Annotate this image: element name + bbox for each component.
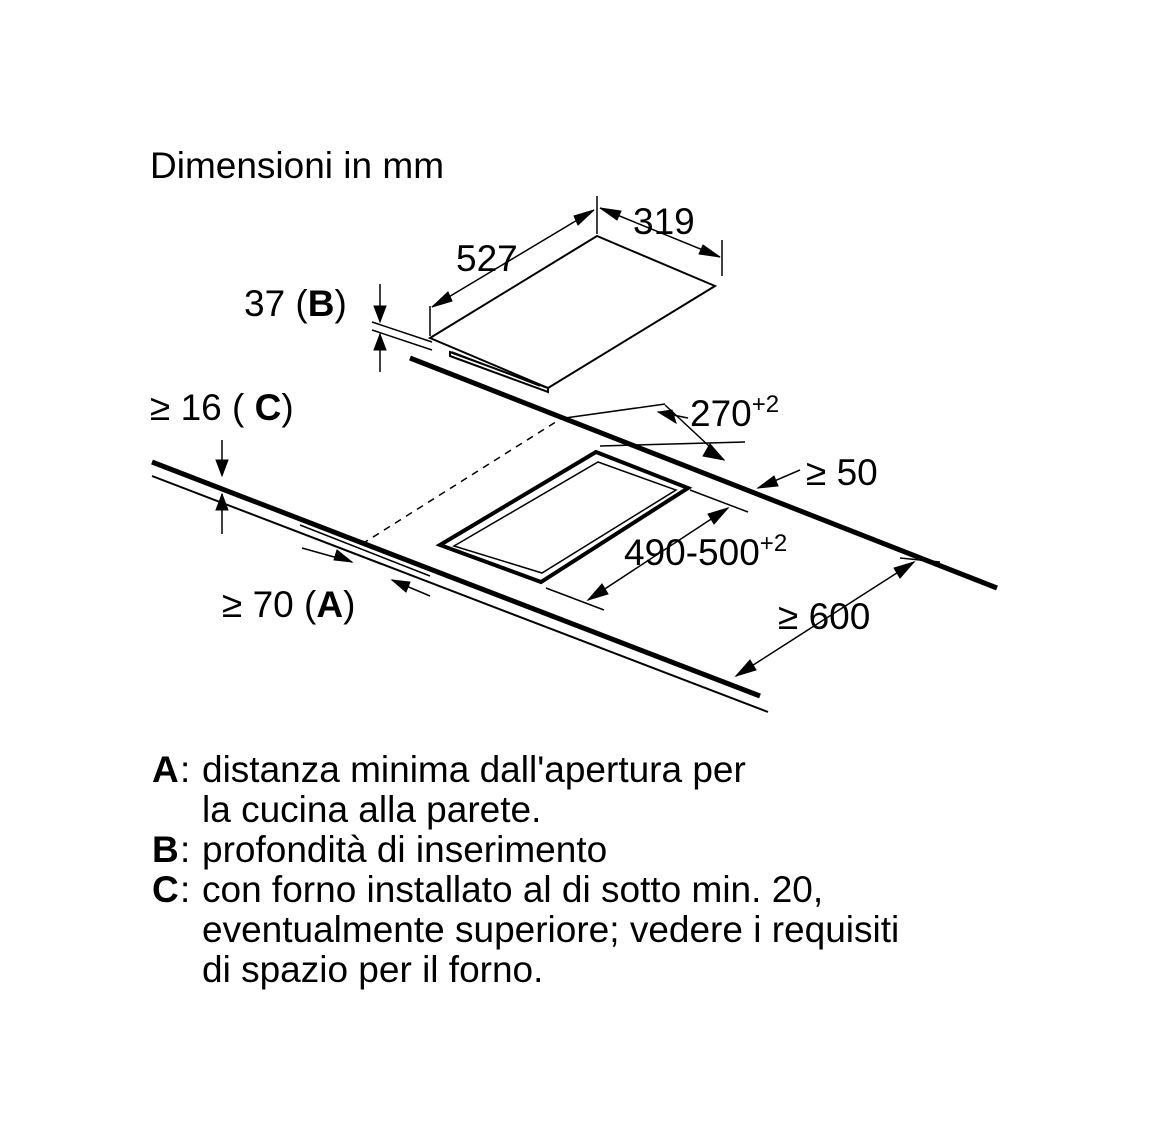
insert-depth-value: 37 bbox=[244, 283, 285, 324]
gap-below-label: ≥ 16 ( C) bbox=[150, 387, 294, 428]
gap-below-value: ≥ 16 bbox=[150, 387, 222, 428]
legend-item-c: C: con forno installato al di sotto min.… bbox=[152, 869, 900, 990]
worktop-front-edge-top bbox=[151, 459, 761, 699]
legend: A: distanza minima dall'apertura per la … bbox=[152, 750, 899, 990]
hob-top-surface bbox=[427, 234, 718, 390]
legend-item-a: A: distanza minima dall'apertura per la … bbox=[152, 749, 746, 830]
dimension-50 bbox=[756, 469, 801, 489]
dimension-490-500 bbox=[545, 489, 749, 611]
legend-text: con forno installato al di sotto min. 20… bbox=[202, 869, 900, 990]
dimension-70-a bbox=[301, 547, 431, 597]
worktop bbox=[151, 355, 998, 713]
dimension-319 bbox=[599, 207, 723, 276]
worktop-back-edge bbox=[409, 355, 998, 591]
cutout-width-tolerance: +2 bbox=[760, 530, 787, 557]
legend-item-b: B: profondità di inserimento bbox=[152, 829, 608, 870]
cutout-width-label: 490-500+2 bbox=[624, 530, 787, 573]
legend-key: C bbox=[152, 869, 179, 910]
front-distance-label: ≥ 50 bbox=[806, 452, 878, 493]
insert-depth-key: B bbox=[308, 283, 335, 324]
wall-distance-key: A bbox=[316, 584, 343, 625]
legend-text: distanza minima dall'apertura per la cuc… bbox=[202, 749, 746, 830]
hob-width-label: 527 bbox=[456, 238, 518, 279]
legend-text: profondità di inserimento bbox=[202, 829, 608, 870]
legend-key: A bbox=[152, 749, 179, 790]
cutout-depth-tolerance: +2 bbox=[752, 391, 779, 418]
diagram-title: Dimensioni in mm bbox=[150, 145, 444, 186]
cutout-width-value: 490-500 bbox=[624, 532, 760, 573]
cutout-opening bbox=[435, 449, 693, 585]
hob bbox=[427, 234, 718, 394]
hob-depth-label: 319 bbox=[633, 201, 695, 242]
wall-reference-dashed-line bbox=[361, 417, 563, 545]
worktop-front-edge-bottom bbox=[151, 475, 769, 713]
cutout-depth-label: 270+2 bbox=[690, 391, 779, 434]
worktop-depth-label: ≥ 600 bbox=[778, 596, 870, 637]
dimension-37-b bbox=[371, 284, 433, 372]
dimension-600 bbox=[734, 557, 941, 677]
dimension-270 bbox=[564, 403, 746, 461]
wall-distance-value: ≥ 70 bbox=[222, 584, 294, 625]
legend-key: B bbox=[152, 829, 179, 870]
dimension-16-c bbox=[215, 440, 229, 534]
cutout-depth-value: 270 bbox=[690, 393, 752, 434]
wall-distance-label: ≥ 70 (A) bbox=[222, 584, 355, 625]
dimension-527 bbox=[429, 196, 598, 336]
insert-depth-label: 37 (B) bbox=[244, 283, 347, 324]
gap-below-key: C bbox=[255, 387, 282, 428]
